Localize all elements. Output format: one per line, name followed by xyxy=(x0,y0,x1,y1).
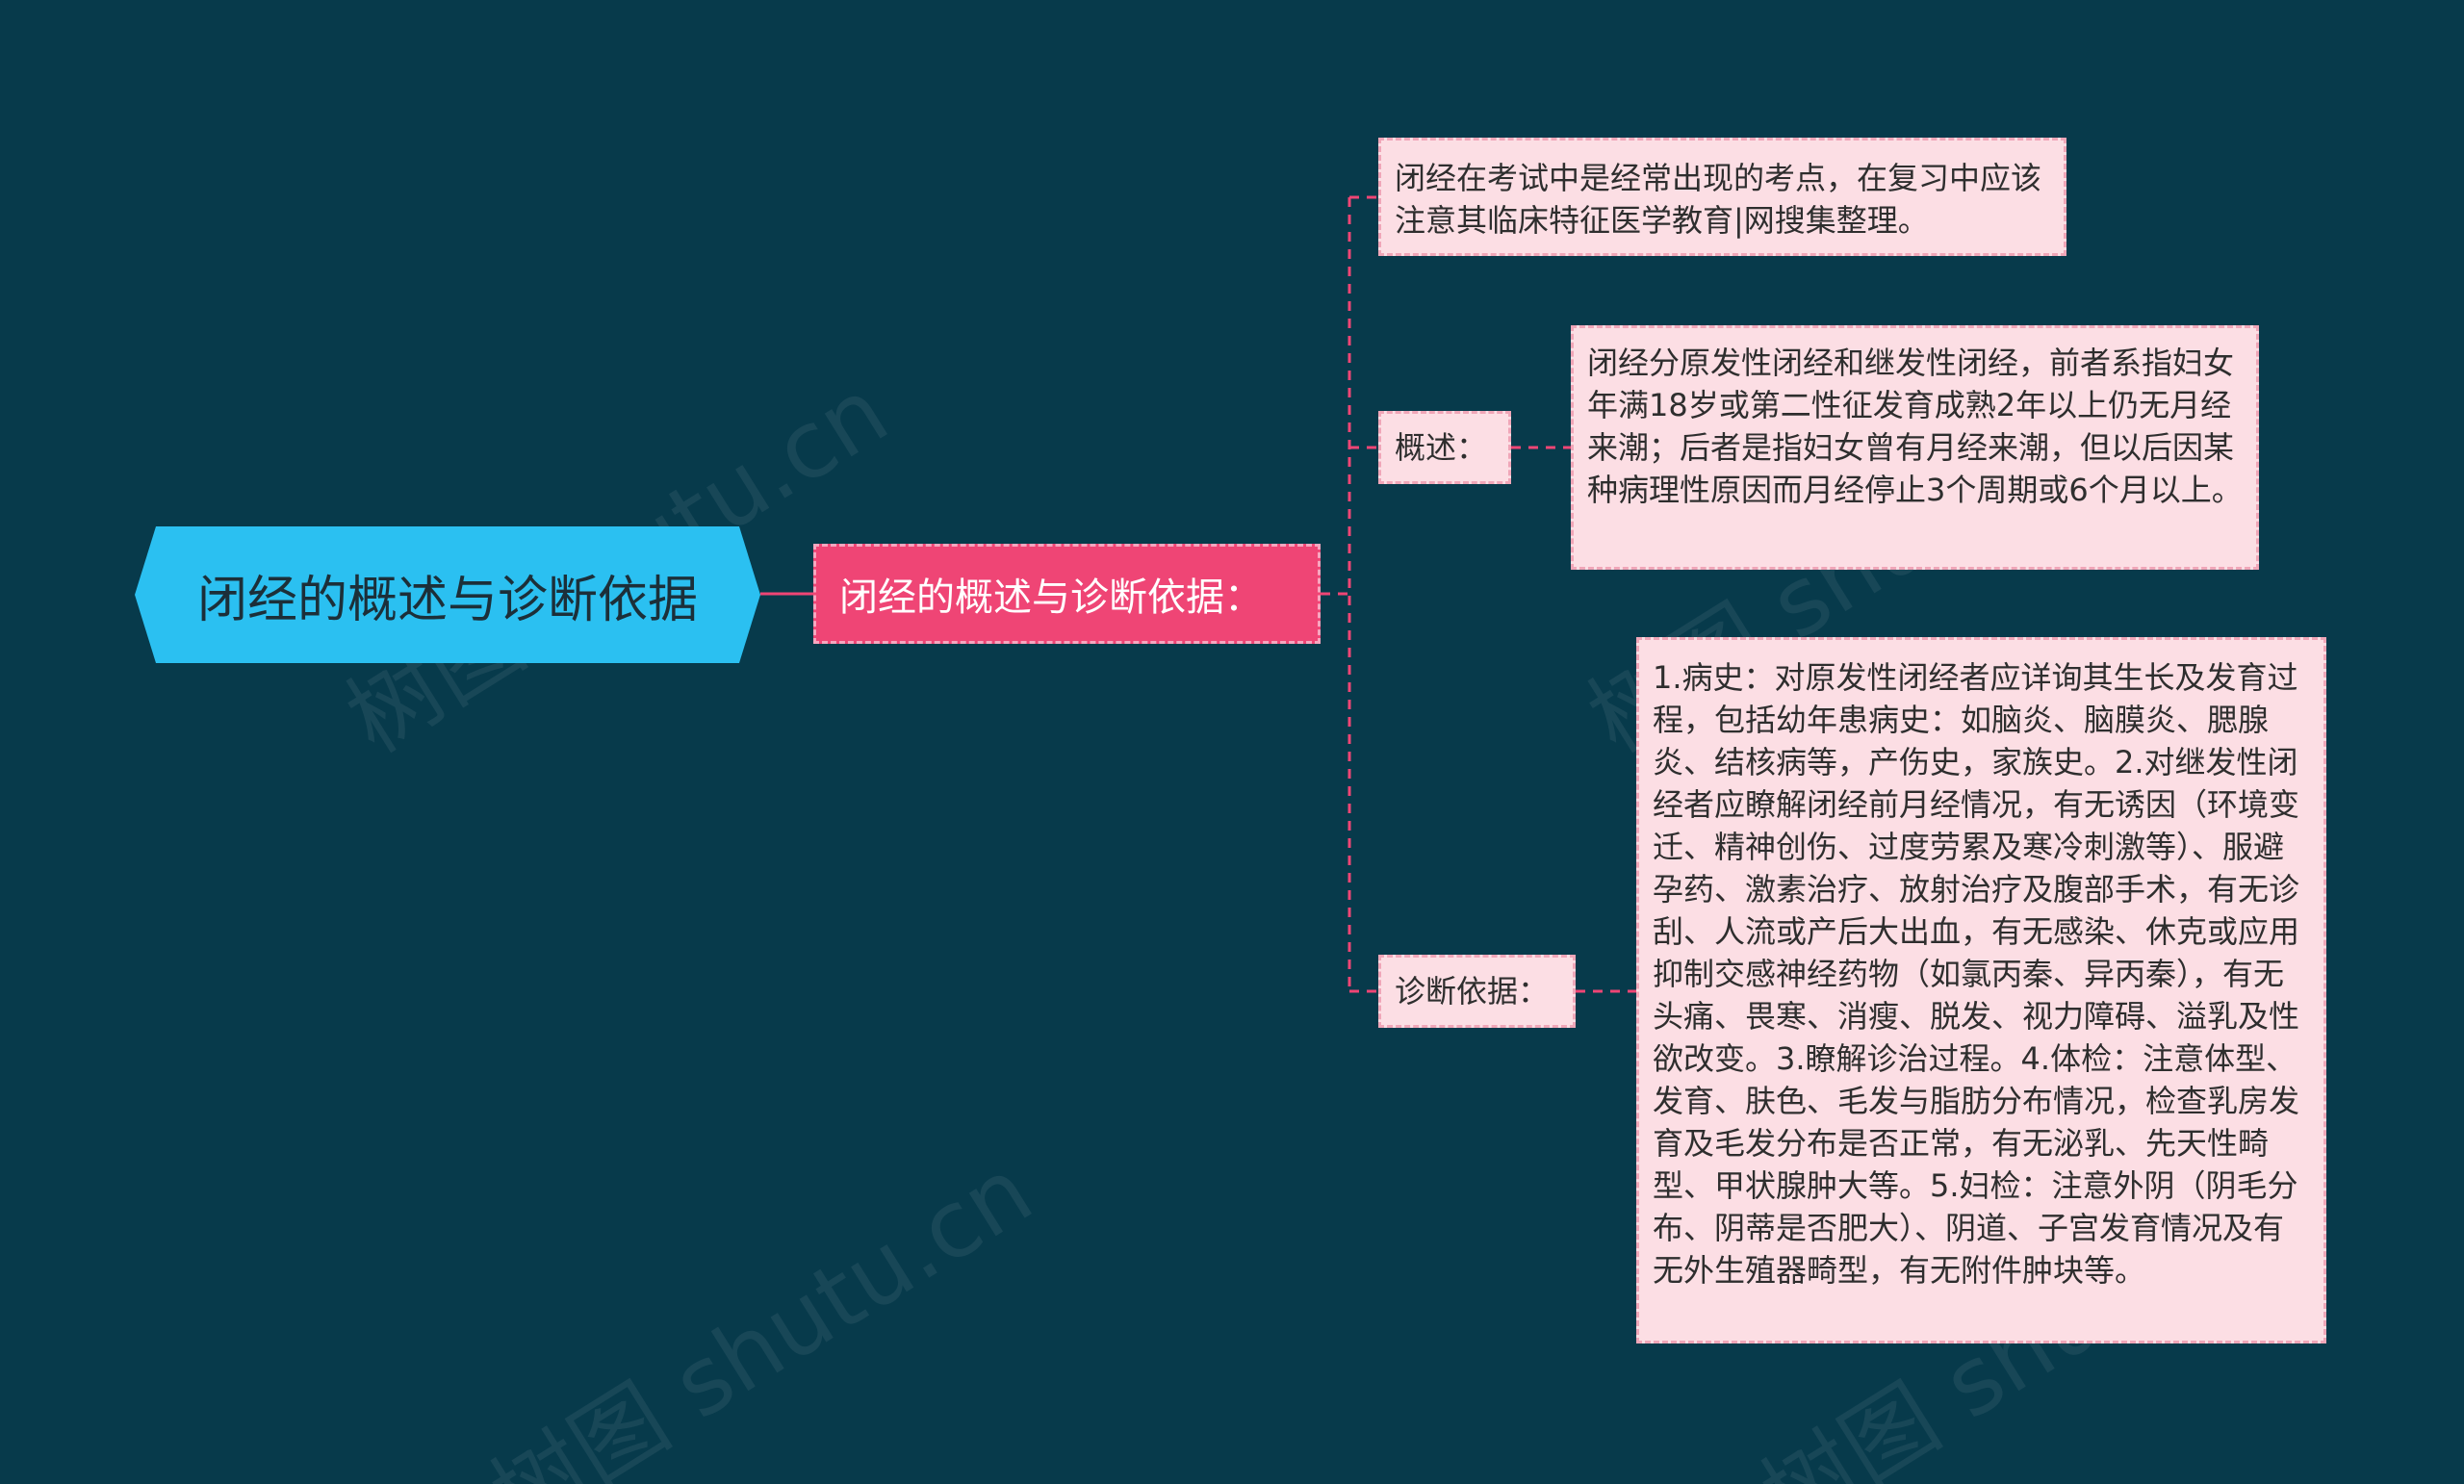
intro-note-node[interactable]: 闭经在考试中是经常出现的考点，在复习中应该注意其临床特征医学教育|网搜集整理。 xyxy=(1378,138,2066,256)
main-topic-node[interactable]: 闭经的概述与诊断依据： xyxy=(813,544,1321,644)
root-node-label: 闭经的概述与诊断依据 xyxy=(196,571,698,629)
main-topic-label: 闭经的概述与诊断依据： xyxy=(839,576,1263,620)
diagnosis-node[interactable]: 诊断依据： xyxy=(1378,955,1576,1028)
overview-detail-node[interactable]: 闭经分原发性闭经和继发性闭经，前者系指妇女年满18岁或第二性征发育成熟2年以上仍… xyxy=(1571,325,2259,570)
overview-label: 概述： xyxy=(1395,429,1488,466)
intro-note-text: 闭经在考试中是经常出现的考点，在复习中应该注意其临床特征医学教育|网搜集整理。 xyxy=(1395,160,2042,239)
diagnosis-detail-text: 1.病史：对原发性闭经者应详询其生长及发育过程，包括幼年患病史：如脑炎、脑膜炎、… xyxy=(1653,659,2300,1289)
diagnosis-detail-node[interactable]: 1.病史：对原发性闭经者应详询其生长及发育过程，包括幼年患病史：如脑炎、脑膜炎、… xyxy=(1636,637,2326,1343)
overview-detail-text: 闭经分原发性闭经和继发性闭经，前者系指妇女年满18岁或第二性征发育成熟2年以上仍… xyxy=(1587,345,2243,508)
root-node[interactable]: 闭经的概述与诊断依据 xyxy=(135,526,760,663)
overview-node[interactable]: 概述： xyxy=(1378,411,1511,484)
diagnosis-label: 诊断依据： xyxy=(1395,973,1550,1010)
